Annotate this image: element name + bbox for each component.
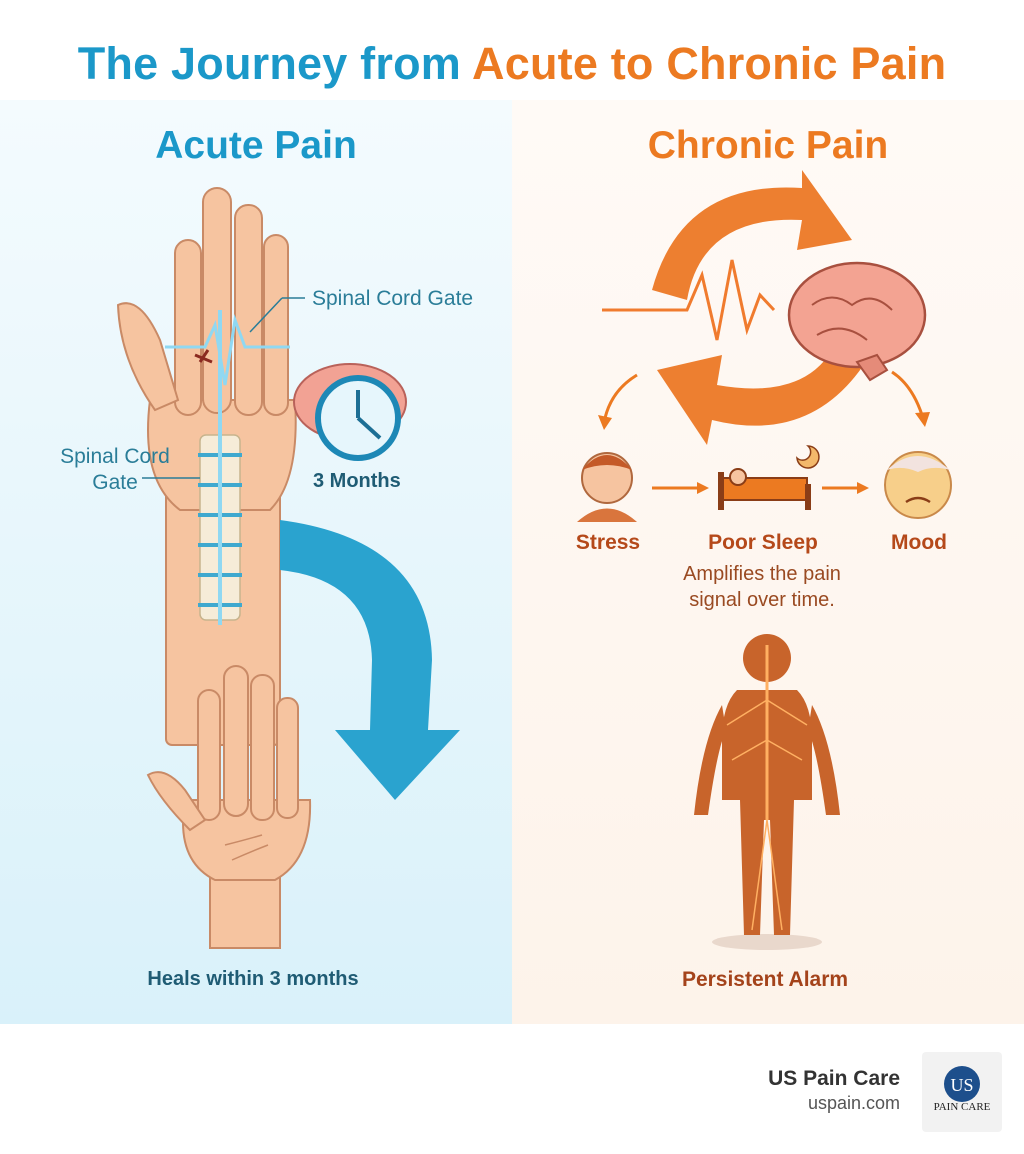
page-title: The Journey from Acute to Chronic Pain (0, 38, 1024, 90)
factor-mood-label: Mood (891, 531, 947, 554)
spinal-gate-label-line2: Gate (92, 471, 138, 494)
body-caption: Persistent Alarm (681, 968, 849, 991)
spinal-gate-label-left: Spinal Cord Gate (56, 444, 174, 496)
poor-sleep-bed-icon (718, 445, 820, 510)
factor-stress-label: Stress (575, 531, 641, 554)
curved-arrow-icon (280, 520, 460, 800)
mood-face-icon (884, 451, 952, 519)
brand-logo-mark: US (950, 1075, 973, 1095)
brand-name: US Pain Care (768, 1067, 900, 1090)
acute-illustration (116, 187, 460, 949)
brand-logo-icon: US (944, 1066, 980, 1102)
acute-caption: Heals within 3 months (147, 968, 359, 990)
pulse-signal-icon (165, 314, 290, 386)
healed-hand-icon (146, 665, 312, 949)
chronic-panel (512, 100, 1024, 1024)
spinal-gate-label-top: Spinal Cord Gate (312, 287, 474, 310)
cycle-arrow-bottom-icon (657, 350, 867, 445)
stress-face-icon (574, 452, 640, 522)
brain-clock-icon (293, 363, 407, 461)
cycle-arrow-top-icon (652, 170, 852, 300)
brain-icon (787, 261, 927, 382)
title-part-chronic: Acute to Chronic Pain (472, 38, 947, 89)
amplifies-caption-line1: Amplifies the pain (683, 563, 841, 585)
brand-logo-text: PAIN CARE (933, 1101, 991, 1113)
spinal-gate-label-line1: Spinal Cord (60, 445, 170, 468)
injured-hand-icon (116, 187, 297, 746)
amplifies-caption-line2: signal over time. (689, 589, 835, 611)
pain-signal-icon (602, 259, 776, 341)
title-part-acute: The Journey from (77, 38, 473, 89)
factor-poor-sleep-label: Poor Sleep (708, 531, 818, 554)
human-body-nervous-icon (694, 634, 840, 950)
chronic-illustration (574, 170, 952, 950)
brand-url[interactable]: uspain.com (807, 1093, 900, 1113)
timer-label: 3 Months (313, 470, 401, 492)
chronic-heading: Chronic Pain (647, 124, 889, 167)
acute-heading: Acute Pain (155, 124, 357, 167)
amplifies-caption: Amplifies the pain signal over time. (662, 561, 862, 613)
